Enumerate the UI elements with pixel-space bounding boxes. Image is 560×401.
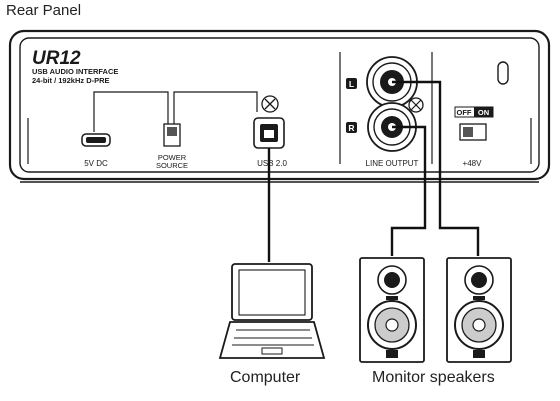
output-section-frame	[339, 52, 433, 164]
power-bracket	[93, 91, 258, 132]
usb-label: USB 2.0	[257, 159, 287, 168]
line-output-label: LINE OUTPUT	[366, 159, 419, 168]
power-source-switch	[163, 123, 181, 147]
usb-port	[253, 95, 285, 149]
monitors-caption: Monitor speakers	[372, 369, 495, 386]
device-subtitle-2: 24-bit / 192kHz D-PRE	[32, 76, 110, 85]
computer-caption: Computer	[230, 369, 301, 386]
svg-text:OFF: OFF	[457, 108, 472, 117]
channel-right-badge: R	[346, 122, 357, 133]
laptop-icon	[218, 263, 326, 359]
dc-in-port	[81, 133, 111, 147]
security-slot	[497, 61, 509, 85]
cables	[267, 80, 480, 262]
speaker-right-icon	[446, 257, 512, 363]
speaker-left-icon	[359, 257, 425, 363]
device-subtitle-1: USB AUDIO INTERFACE	[32, 67, 118, 76]
phantom-switch: OFF ON	[454, 106, 494, 141]
right-output-cable	[390, 125, 427, 256]
svg-text:L: L	[349, 79, 354, 89]
dc-in-label: 5V DC	[84, 159, 108, 168]
device-logo: UR12	[32, 48, 81, 69]
channel-left-badge: L	[346, 78, 357, 89]
output-screw	[408, 97, 424, 113]
left-output-cable	[392, 80, 480, 256]
phantom-label: +48V	[463, 159, 483, 168]
svg-text:ON: ON	[478, 108, 489, 117]
svg-text:R: R	[348, 123, 354, 133]
page-title: Rear Panel	[6, 2, 82, 19]
